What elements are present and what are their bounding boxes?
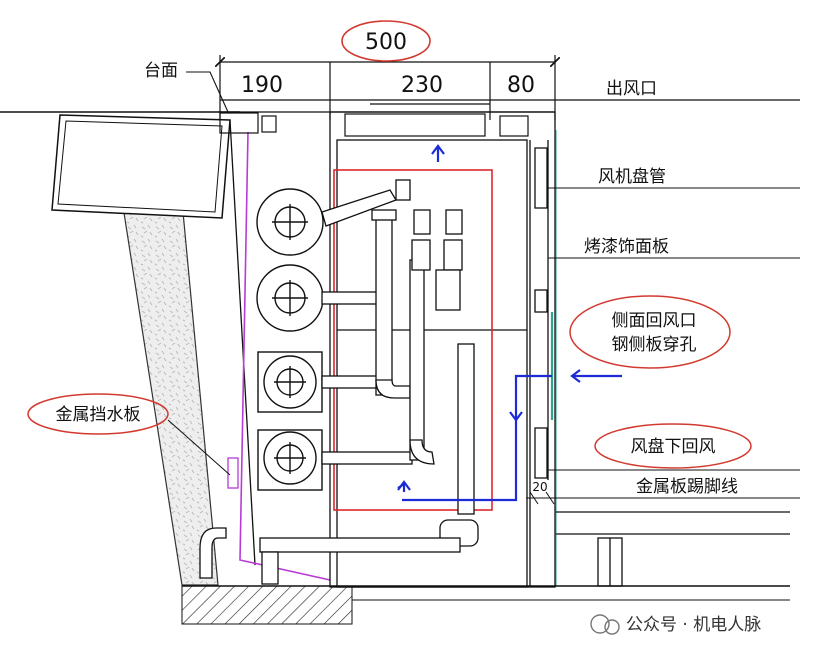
label-leaders <box>548 99 800 499</box>
airflow-arrows <box>397 144 622 502</box>
wechat-icon <box>590 614 610 634</box>
side-return-oval <box>569 295 731 369</box>
dim-gap-20: 20 <box>532 480 547 494</box>
masonry-wall <box>121 179 219 586</box>
label-countertop: 台面 <box>144 61 178 81</box>
watermark: 公众号 · 机电人脉 <box>590 614 761 635</box>
dim-230: 230 <box>401 73 443 98</box>
dim-80: 80 <box>507 73 535 98</box>
label-air-outlet: 出风口 <box>606 79 657 99</box>
cabinet-enclosure <box>329 111 556 588</box>
top-air-outlet-strip <box>218 103 555 137</box>
total-dimension-oval <box>341 20 431 62</box>
label-metal-splash-board: 金属挡水板 <box>56 405 141 425</box>
label-painted-panel: 烤漆饰面板 <box>584 237 669 257</box>
floor-slab <box>181 585 353 625</box>
riser-pipes <box>256 188 324 491</box>
connecting-pipes <box>321 179 479 547</box>
bottom-return-oval <box>594 423 752 469</box>
leader-countertop <box>186 71 229 113</box>
leader-splash-board <box>167 419 231 476</box>
label-side-return-1: 侧面回风口 <box>612 311 697 331</box>
drain-pipe <box>199 527 461 585</box>
dim-190: 190 <box>241 73 283 98</box>
fan-coil-unit-outline <box>333 169 493 511</box>
watermark-text: 公众号 · 机电人脉 <box>626 615 761 635</box>
label-bottom-return: 风盘下回风 <box>631 437 716 457</box>
metal-splash-board <box>239 131 331 581</box>
label-side-return-2: 钢侧板穿孔 <box>612 335 697 355</box>
steel-beam <box>556 511 790 587</box>
splash-board-oval <box>27 393 169 435</box>
sloped-wall-line <box>229 119 256 566</box>
dim-total-500: 500 <box>365 30 407 55</box>
label-metal-skirting: 金属板踢脚线 <box>636 477 738 497</box>
label-fan-coil: 风机盘管 <box>598 167 666 187</box>
window-frame <box>51 114 231 219</box>
